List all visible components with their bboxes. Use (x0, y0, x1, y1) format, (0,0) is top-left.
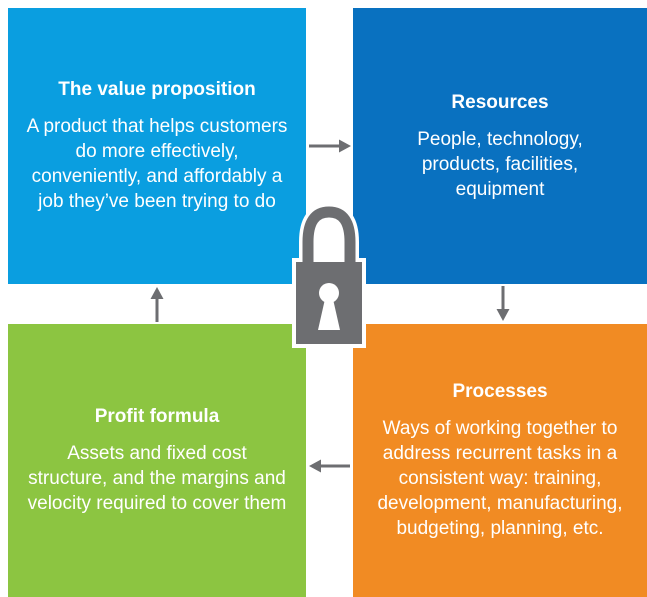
arrow-profit-to-value (150, 287, 164, 322)
processes-description: Ways of working together to address recu… (377, 418, 623, 539)
processes-box: Processes Ways of working together to ad… (353, 324, 647, 597)
resources-description: People, technology, products, facilities… (417, 128, 583, 200)
profit-formula-description: Assets and fixed cost structure, and the… (27, 443, 287, 514)
resources-title: Resources (451, 91, 549, 113)
value-proposition-description: A product that helps customers do more e… (26, 116, 288, 212)
arrow-value-to-resources (309, 139, 351, 153)
profit-formula-box: Profit formula Assets and fixed cost str… (8, 324, 306, 597)
value-proposition-title: The value proposition (58, 79, 256, 100)
processes-title: Processes (452, 381, 548, 402)
resources-box: Resources People, technology, products, … (353, 8, 647, 284)
profit-formula-title: Profit formula (94, 406, 220, 427)
value-proposition-box: The value proposition A product that hel… (8, 8, 306, 284)
arrow-processes-to-profit (309, 459, 350, 473)
arrow-resources-to-processes (496, 286, 510, 321)
